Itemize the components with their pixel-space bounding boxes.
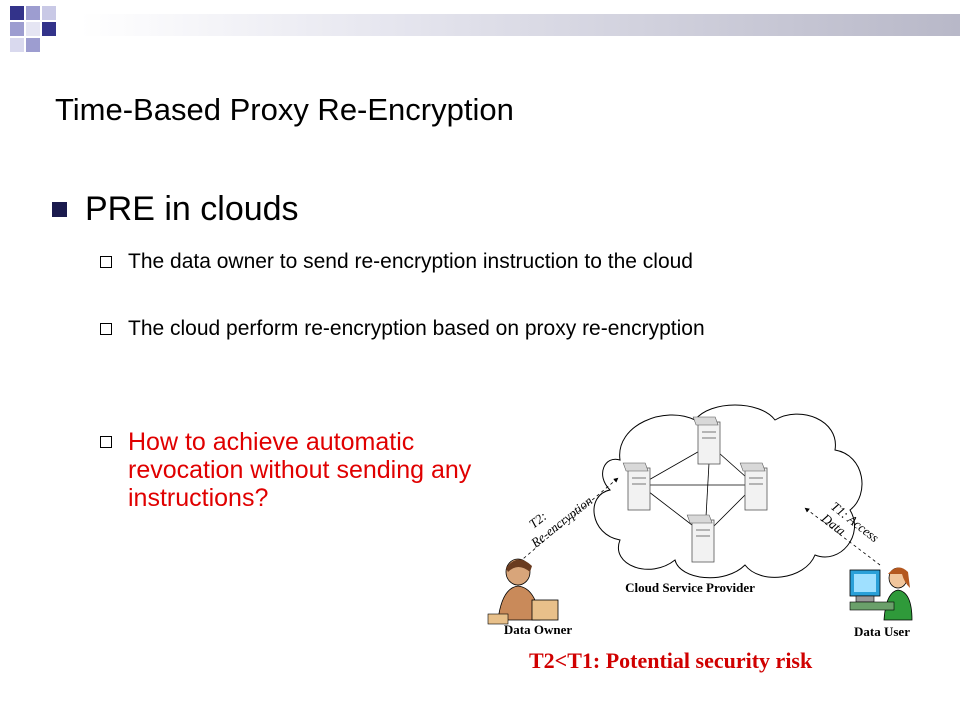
cloud-service-provider-label: Cloud Service Provider <box>625 580 755 595</box>
subbullet-text: The data owner to send re-encryption ins… <box>128 250 693 273</box>
data-user-label: Data User <box>854 624 910 639</box>
t2-reencryption-label: T2: Re-encryption <box>526 493 595 551</box>
decor-square <box>10 22 24 36</box>
pre-cloud-diagram: Cloud Service Provider T2: Re-encryption… <box>487 404 913 639</box>
title-gradient-bar <box>80 14 960 36</box>
subbullet-cloud-reencryption: The cloud perform re-encryption based on… <box>100 317 820 341</box>
server-icon <box>622 462 651 511</box>
question-bullet: How to achieve automatic revocation with… <box>100 428 500 512</box>
decor-square <box>26 6 40 20</box>
data-user-person-icon <box>849 567 913 621</box>
hollow-square-bullet-icon <box>100 323 112 335</box>
slide-title: Time-Based Proxy Re-Encryption <box>55 92 514 127</box>
decor-square <box>42 6 56 20</box>
decor-square <box>26 22 40 36</box>
cloud-shape <box>593 404 863 579</box>
question-text: How to achieve automatic revocation with… <box>128 428 472 512</box>
bullet-text: PRE in clouds <box>85 190 299 228</box>
square-bullet-icon <box>52 202 67 217</box>
user-to-cloud-arrow <box>804 507 881 566</box>
hollow-square-bullet-icon <box>100 436 112 448</box>
decor-square <box>42 22 56 36</box>
server-icon <box>739 462 768 511</box>
subbullet-owner-instruction: The data owner to send re-encryption ins… <box>100 250 820 274</box>
data-owner-person-icon <box>487 558 559 625</box>
decor-square <box>26 38 40 52</box>
data-owner-label: Data Owner <box>504 622 572 637</box>
server-icon <box>692 416 721 465</box>
title-bar-decoration <box>0 0 960 60</box>
decor-square <box>10 6 24 20</box>
server-icon <box>686 514 715 563</box>
security-risk-caption: T2<T1: Potential security risk <box>529 648 813 673</box>
subbullet-text: The cloud perform re-encryption based on… <box>128 317 705 340</box>
decor-square <box>10 38 24 52</box>
hollow-square-bullet-icon <box>100 256 112 268</box>
bullet-pre-in-clouds: PRE in clouds <box>52 190 299 229</box>
